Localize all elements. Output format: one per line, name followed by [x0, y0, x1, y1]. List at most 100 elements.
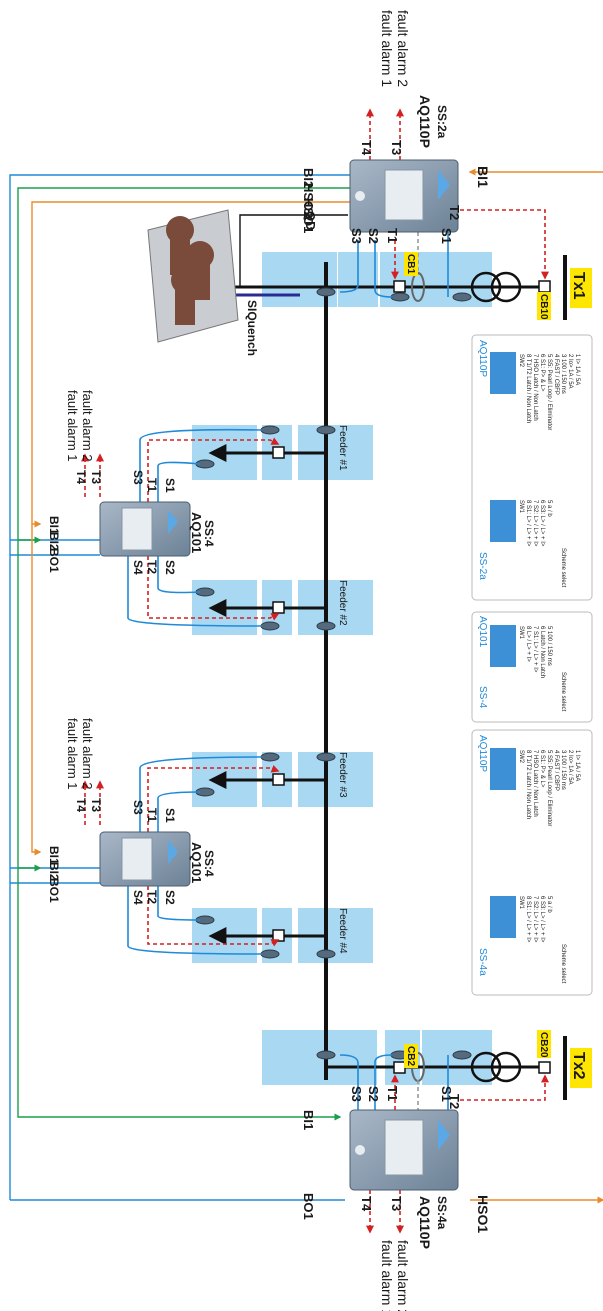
bus-hso2: HSO2: [301, 183, 316, 218]
sensor-tx-bottom: [452, 1050, 472, 1060]
sensor-f1-bus: [316, 425, 336, 435]
relay-aq101-b[interactable]: [99, 831, 191, 887]
p3-sw2-r6: 6 S1: P> & L>: [539, 750, 545, 788]
trip-wiring: [81, 108, 549, 1234]
p2-sw1-name: SW1: [518, 626, 524, 640]
port-t2-a: T2: [145, 560, 159, 574]
port-t2-b: T2: [145, 890, 159, 904]
model-feeder-b: AQ101: [189, 842, 204, 883]
port-s2-top: S2: [366, 228, 381, 244]
alarm-a-1: fault alarm 1: [65, 390, 80, 462]
siquench-device[interactable]: [147, 209, 239, 343]
p1-sw1-r7: 7 S2: L> / L> + I>: [532, 500, 538, 547]
bus-bi1-bottom: BI1: [301, 1110, 316, 1130]
breaker-f2: [272, 601, 285, 614]
port-s2-bottom: S2: [366, 1086, 381, 1102]
port-t1-bottom: T1: [385, 1086, 400, 1101]
p2-sw1-r5: 5 100 / 150 ms: [546, 626, 552, 666]
siquench-label: SIQuench: [245, 300, 259, 356]
bus-hso1-top: HSO1: [301, 198, 316, 233]
port-s1-a: S1: [163, 478, 177, 493]
bus-qd: QD: [303, 211, 318, 231]
alarm-bottom-1: fault alarm 1: [379, 1240, 395, 1311]
feeder-conductors: [208, 444, 326, 945]
port-s3-a: S3: [131, 470, 145, 485]
tag-tx2: Tx2: [570, 1052, 587, 1080]
sensor-f2-a: [260, 621, 280, 631]
sensor-wiring: [127, 225, 449, 1110]
p3-sw2-r8: 8 T1/T2 Latch / Non Latch: [525, 750, 531, 819]
port-s2-a: S2: [163, 560, 177, 575]
p2-sw1-r6: 6 Latch / Non Latch: [539, 626, 545, 678]
sensor-bus-bottom: [316, 1050, 336, 1060]
settings-panel-ss4: AQ101 SS-4 SW1 8 L> / L> + I> 7 S1: L> /…: [471, 611, 593, 723]
panel2-title: AQ101: [477, 616, 488, 648]
p3-sw2-r3: 3 100 / 150 ms: [560, 750, 566, 790]
breaker-f4: [272, 929, 285, 942]
port-t1-top: T1: [385, 228, 400, 243]
p3-scheme-select: Scheme select: [560, 944, 566, 984]
scheme-main-bottom: SS:4a: [435, 1196, 449, 1230]
relay-aq110p-top[interactable]: [349, 159, 459, 233]
breaker-cb20: [538, 1061, 551, 1074]
port-t3-b: T3: [89, 798, 103, 812]
model-main-bottom: AQ110P: [417, 1196, 433, 1249]
port-s3-top: S3: [349, 228, 364, 244]
port-t2-top: T2: [447, 205, 462, 220]
p1-sw2-r2: 2 Io> 1A / 5A: [567, 354, 573, 389]
p3-sw2-r2: 2 Io> 1A / 5A: [567, 750, 573, 785]
alarm-a-2: fault alarm 2: [80, 390, 95, 462]
alarm-b-2: fault alarm 2: [80, 718, 95, 790]
model-main-top: AQ110P: [417, 95, 433, 148]
sensor-cb-top: [390, 292, 410, 302]
model-feeder-a: AQ101: [189, 512, 204, 553]
p2-scheme-select: Scheme select: [560, 672, 566, 712]
p3-sw2-r5: 5 S5: Pearl Loop / Eliminator: [546, 750, 552, 826]
ext-bi1-top: BI1: [475, 166, 491, 188]
panel3-scheme: SS-4a: [477, 948, 488, 976]
alarm-top-1: fault alarm 1: [379, 10, 395, 87]
p3-sw2-r4: 4 FAST / CBFP: [553, 750, 559, 791]
alarm-b-1: fault alarm 1: [65, 718, 80, 790]
switchgear-panels: [192, 252, 492, 1085]
p1-sw2-r3: 3 100 / 150 ms: [560, 354, 566, 394]
p1-sw1-r5: 5 a / b: [546, 500, 552, 517]
port-s4-b: S4: [131, 890, 145, 905]
scheme-main-top: SS:2a: [435, 105, 449, 139]
breaker-cb10: [538, 280, 551, 293]
p1-scheme-select: Scheme select: [560, 548, 566, 588]
port-t1-a: T1: [145, 478, 159, 492]
bus-bo1-bottom: BO1: [301, 1193, 316, 1220]
bus-bi2-b: BI2: [47, 862, 61, 881]
port-t1-b: T1: [145, 808, 159, 822]
p2-sw1-r7: 7 S1: L> / L> + I>: [532, 626, 538, 673]
panel3-title: AQ110P: [477, 735, 488, 772]
panel1-scheme: SS-2a: [477, 552, 488, 580]
p3-sw1-name: SW1: [518, 896, 524, 910]
p1-sw1-name: SW1: [518, 500, 524, 514]
port-s2-b: S2: [163, 890, 177, 905]
relay-aq101-a[interactable]: [99, 501, 191, 557]
port-s4-a: S4: [131, 560, 145, 575]
bus-bi2-top: BI2: [301, 168, 316, 188]
port-t4-b: T4: [74, 798, 88, 812]
tag-tx1: Tx1: [570, 272, 587, 300]
p3-sw2-name: SW2: [518, 750, 524, 764]
relay-aq110p-bottom[interactable]: [349, 1109, 459, 1191]
port-t4-top: T4: [359, 140, 374, 156]
sensor-f4-a: [260, 949, 280, 959]
p1-sw2-r7: 7 HSO Latch / Non Latch: [532, 354, 538, 421]
p1-sw2-r8: 8 T1/T2 Latch / Non Latch: [525, 354, 531, 423]
sensor-tx-top: [452, 292, 472, 302]
p3-sw1-r6: 6 S3: L> / L> + I>: [539, 896, 545, 943]
sensor-bus-top: [316, 287, 336, 297]
alarm-bottom-2: fault alarm 2: [395, 1240, 411, 1311]
port-t2-bottom: T2: [447, 1094, 462, 1109]
feeder-1-label: Feeder #1: [337, 425, 348, 471]
text-labels: AQ110P SS:2a fault alarm 1 fault alarm 2…: [47, 10, 491, 1311]
breaker-f3: [272, 773, 285, 786]
tag-cb20: CB20: [538, 1032, 549, 1058]
tag-cb1: CB1: [405, 254, 416, 274]
port-s3-bottom: S3: [349, 1086, 364, 1102]
